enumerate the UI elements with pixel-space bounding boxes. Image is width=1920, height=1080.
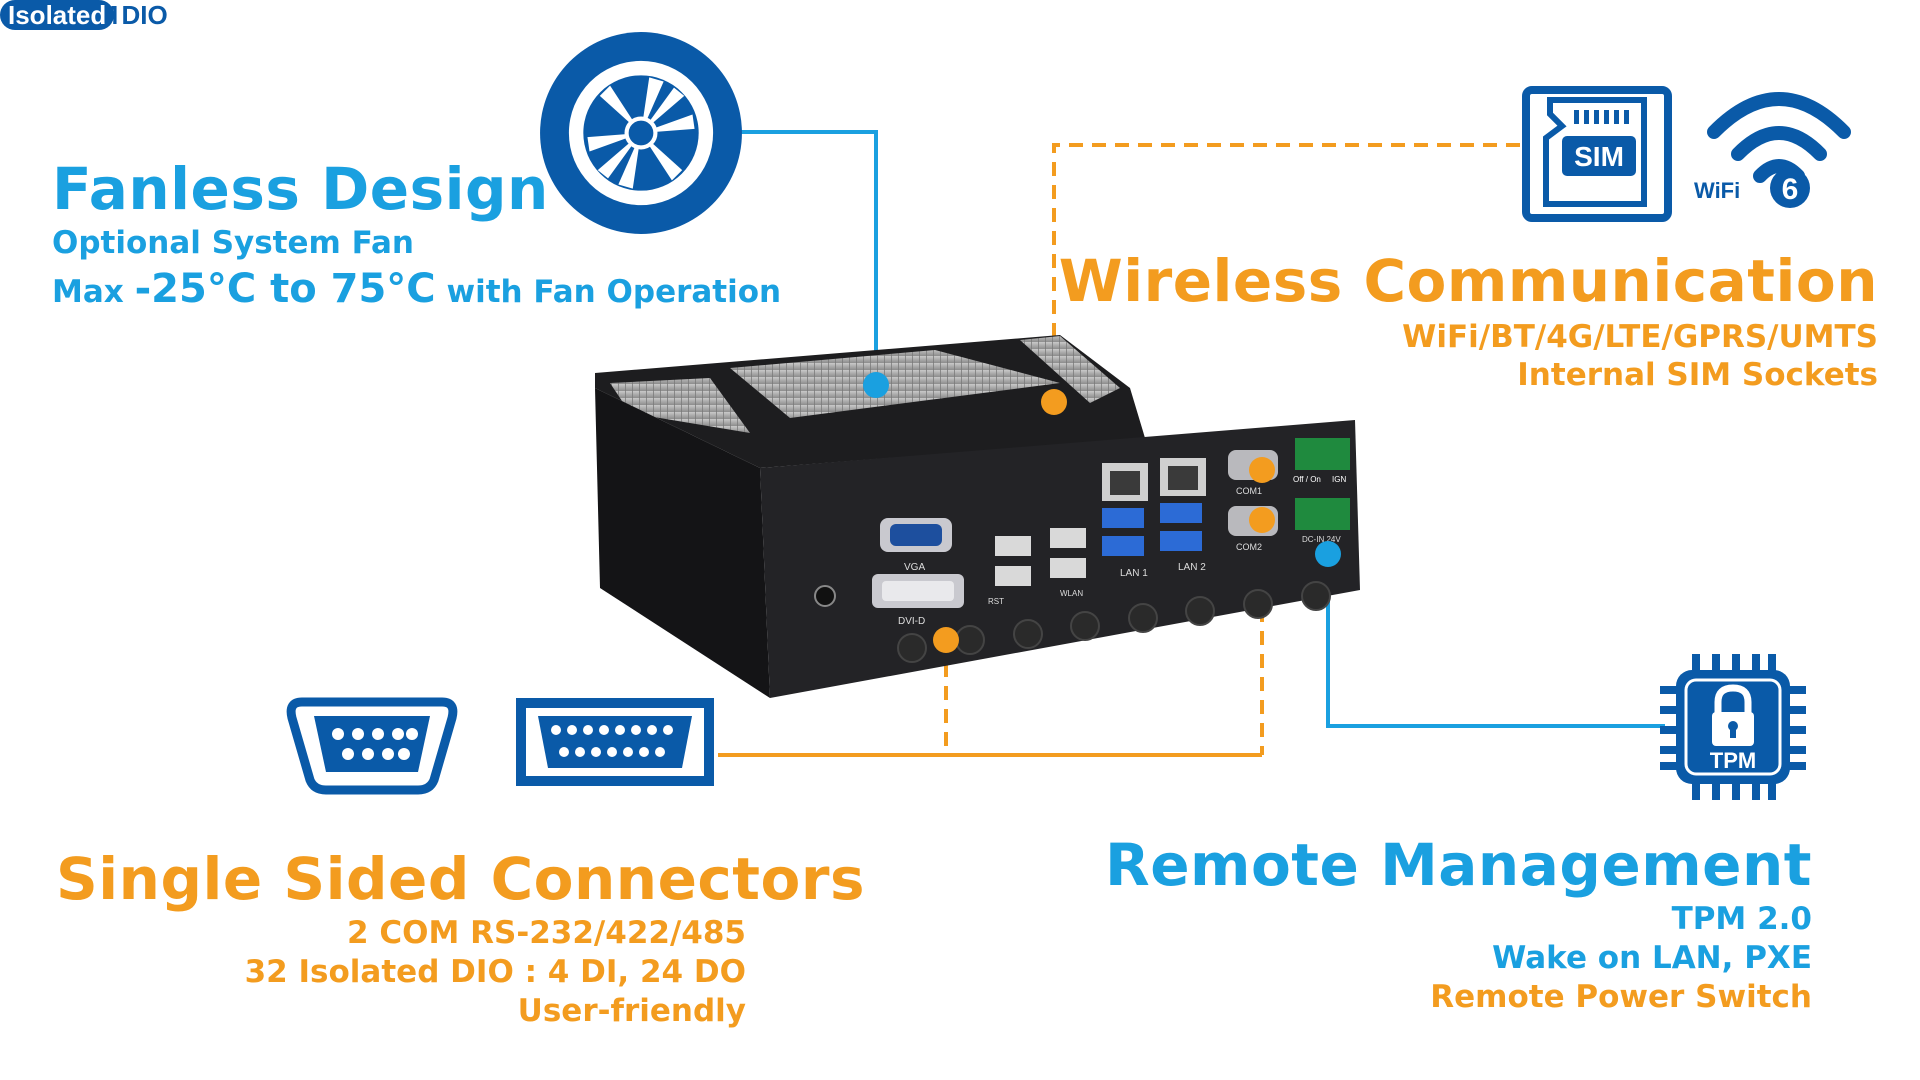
fanless-connector-line — [738, 130, 878, 385]
usb-port-3 — [1050, 528, 1086, 548]
offon-label: Off / On — [1293, 475, 1321, 484]
usb3-port-2 — [1102, 536, 1144, 556]
power-button — [814, 585, 836, 607]
connectors-line1: 2 COM RS-232/422/485 — [347, 915, 746, 951]
usb3-port-1 — [1102, 508, 1144, 528]
fanless-line1: Optional System Fan — [52, 225, 414, 261]
dio-label: DIO — [121, 0, 168, 30]
remote-line3: Remote Power Switch — [1430, 979, 1812, 1015]
wireless-connector-line — [1052, 143, 1520, 402]
wireless-line1: WiFi/BT/4G/LTE/GPRS/UMTS — [1402, 319, 1878, 355]
connectors-line3: User-friendly — [517, 993, 746, 1029]
remote-line2: Wake on LAN, PXE — [1492, 940, 1812, 976]
ign-terminal-block — [1295, 438, 1350, 470]
usb3-port-4 — [1160, 531, 1202, 551]
vga-label: VGA — [904, 562, 925, 573]
fanless-line2: Max -25°C to 75°C with Fan Operation — [52, 264, 781, 314]
fanless-line2-range: -25°C to 75°C — [134, 266, 436, 312]
dio-badge: Isolated — [0, 0, 115, 30]
dio-port-icon — [516, 698, 714, 786]
remote-title: Remote Management — [1105, 831, 1812, 899]
embedded-pc-device: VGA DVI-D LAN 1 LAN 2 COM1 COM2 Off / On… — [595, 335, 1360, 698]
sim-card-icon: SIM — [1522, 86, 1672, 222]
fanless-title: Fanless Design — [52, 155, 549, 223]
sim-label: SIM — [1574, 141, 1624, 172]
remote-connector-line — [1326, 555, 1665, 728]
dio-callout-dot — [933, 627, 959, 653]
com2-label: COM2 — [1236, 542, 1262, 552]
com1-callout-dot — [1249, 457, 1275, 483]
usb-port-2 — [995, 566, 1031, 586]
dcin-label: DC-IN 24V — [1302, 535, 1341, 544]
fanless-callout-dot — [863, 372, 889, 398]
com2-callout-dot — [1249, 507, 1275, 533]
usb-port-1 — [995, 536, 1031, 556]
remote-callout-dot — [1315, 541, 1341, 567]
tpm-label: TPM — [1710, 748, 1756, 773]
fan-icon — [540, 32, 742, 234]
remote-line1: TPM 2.0 — [1671, 901, 1812, 937]
wlan-label: WLAN — [1060, 589, 1083, 598]
ign-label: IGN — [1332, 475, 1346, 484]
lan1-label: LAN 1 — [1120, 568, 1148, 579]
usb3-port-3 — [1160, 503, 1202, 523]
com1-label: COM1 — [1236, 486, 1262, 496]
wifi-version: 6 — [1782, 173, 1799, 206]
usb-port-4 — [1050, 558, 1086, 578]
wireless-line2: Internal SIM Sockets — [1517, 357, 1878, 393]
vga-port — [880, 518, 952, 552]
fanless-line2-suffix: with Fan Operation — [435, 274, 782, 310]
device-side-panel — [595, 388, 770, 698]
lan2-label: LAN 2 — [1178, 562, 1206, 573]
tpm-chip-icon: TPM — [1660, 654, 1806, 800]
connectors-line2: 32 Isolated DIO : 4 DI, 24 DO — [244, 954, 746, 990]
dio-label-group: Isolated DIO — [0, 0, 168, 31]
com-port-icon — [286, 697, 458, 795]
fanless-line2-prefix: Max — [52, 274, 135, 310]
dvid-port — [872, 574, 964, 608]
wireless-title: Wireless Communication — [1058, 247, 1878, 315]
wifi-label: WiFi — [1694, 178, 1740, 203]
connectors-title: Single Sided Connectors — [56, 845, 865, 913]
wireless-callout-dot — [1041, 389, 1067, 415]
wifi-icon: WiFi 6 — [1694, 92, 1851, 208]
dvid-label: DVI-D — [898, 616, 925, 627]
dcin-terminal-block — [1295, 498, 1350, 530]
rst-label: RST — [988, 597, 1004, 606]
